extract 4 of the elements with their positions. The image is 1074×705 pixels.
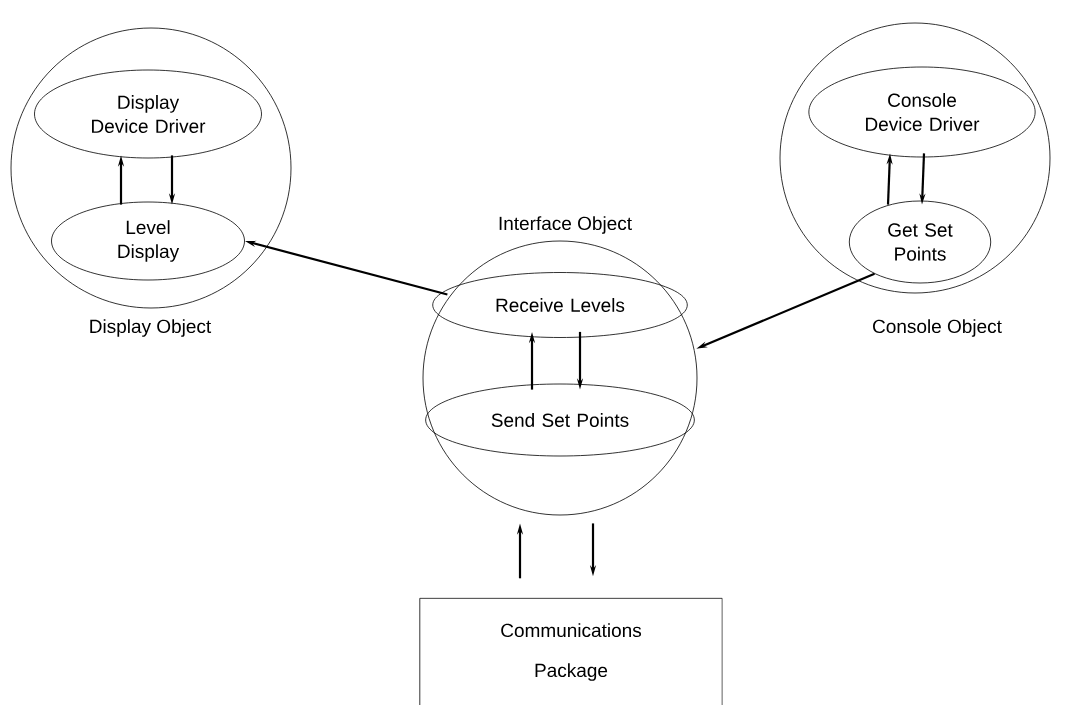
object-label: Console Object <box>873 319 1002 337</box>
object-label: Display Object <box>90 319 212 337</box>
package-box: Communications Package <box>419 597 723 705</box>
object-label: Interface Object <box>499 216 632 234</box>
